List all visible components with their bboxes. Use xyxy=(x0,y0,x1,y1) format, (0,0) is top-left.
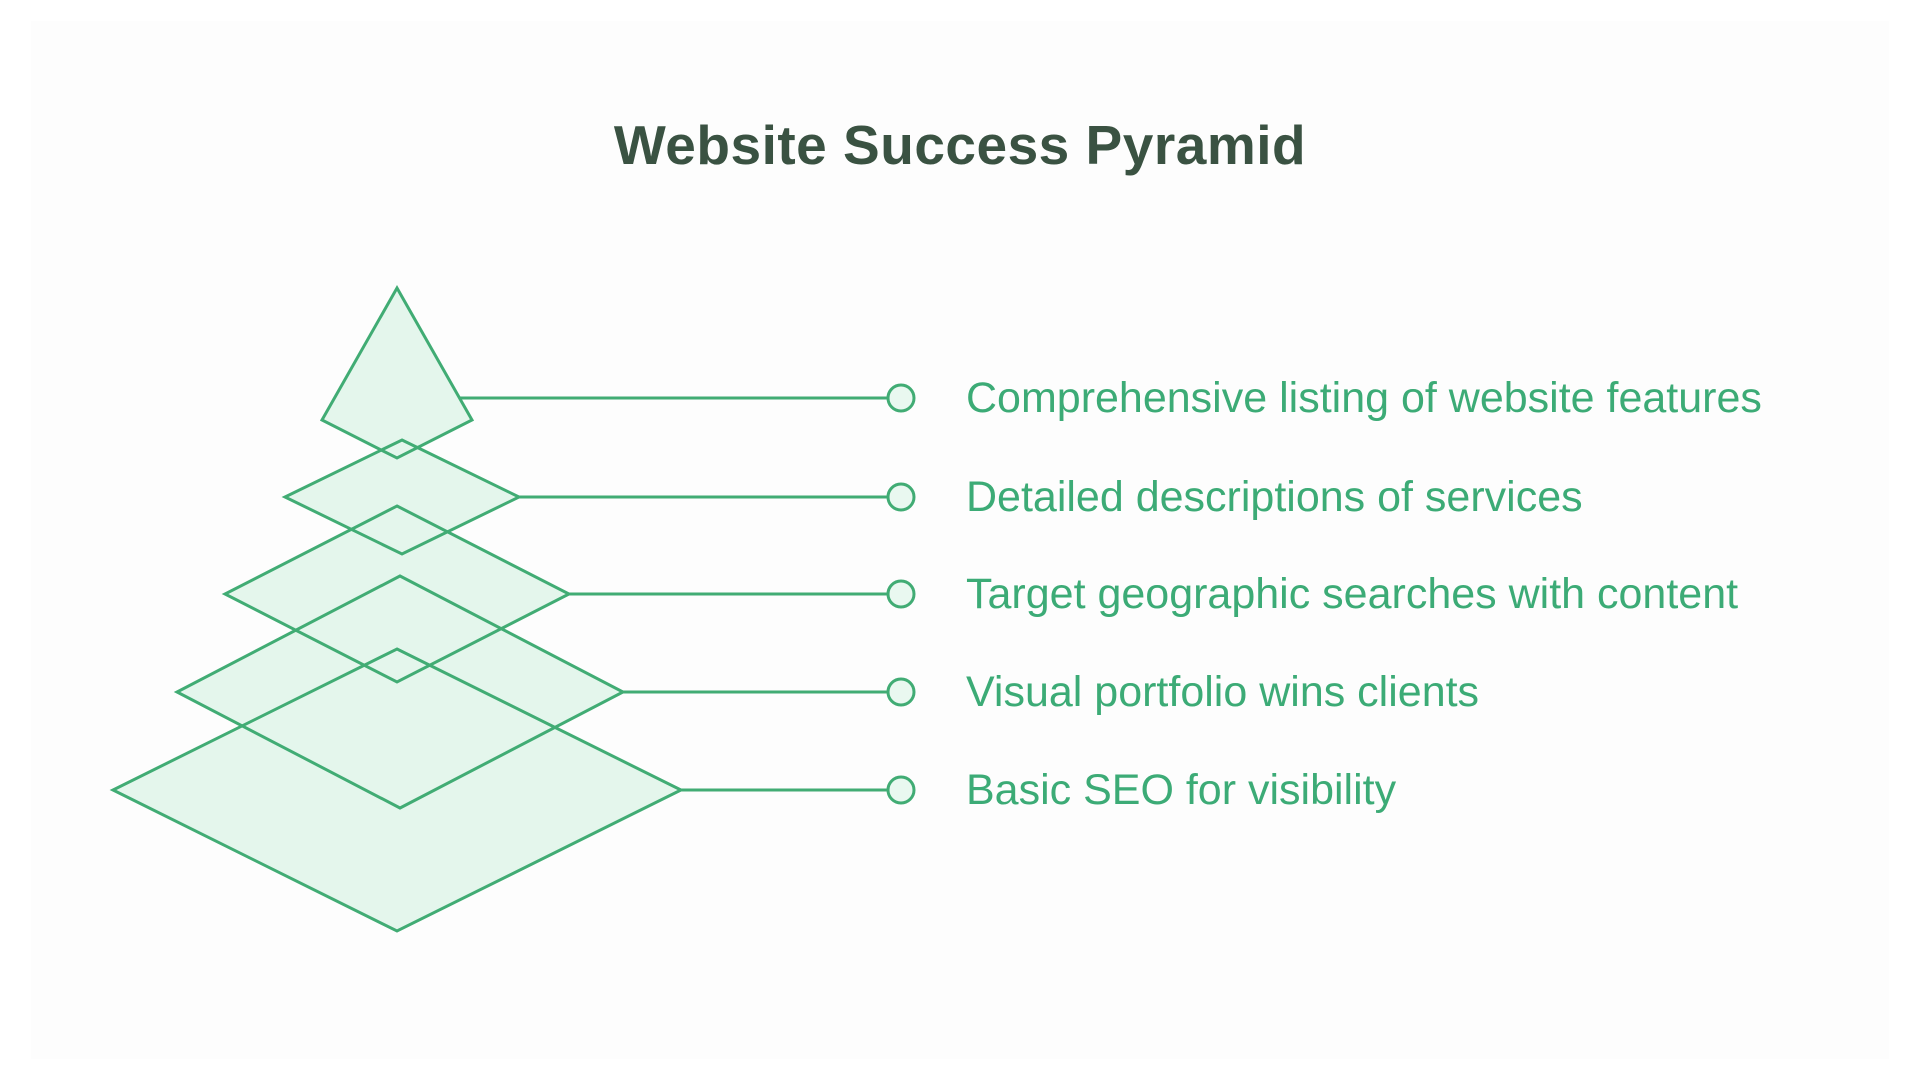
level-label-5: Basic SEO for visibility xyxy=(966,766,1397,814)
page-title: Website Success Pyramid xyxy=(613,114,1307,176)
pyramid-level-1-fill xyxy=(322,288,472,458)
connector-dot-2 xyxy=(886,482,916,512)
level-label-4: Visual portfolio wins clients xyxy=(966,668,1480,716)
connector-dot-3 xyxy=(886,579,916,609)
connector-dot-4 xyxy=(886,677,916,707)
level-label-2: Detailed descriptions of services xyxy=(966,473,1583,521)
connector-dot-1 xyxy=(886,383,916,413)
level-label-1: Comprehensive listing of website feature… xyxy=(966,374,1762,422)
connector-dot-5 xyxy=(886,775,916,805)
pyramid-level-2-outline xyxy=(281,438,523,556)
pyramid-level-5-outline xyxy=(109,647,685,933)
level-label-3: Target geographic searches with content xyxy=(966,570,1739,618)
pyramid-level-3-outline xyxy=(221,504,573,684)
pyramid-level-1-outline xyxy=(319,284,475,460)
pyramid-level-4-outline xyxy=(173,574,627,810)
